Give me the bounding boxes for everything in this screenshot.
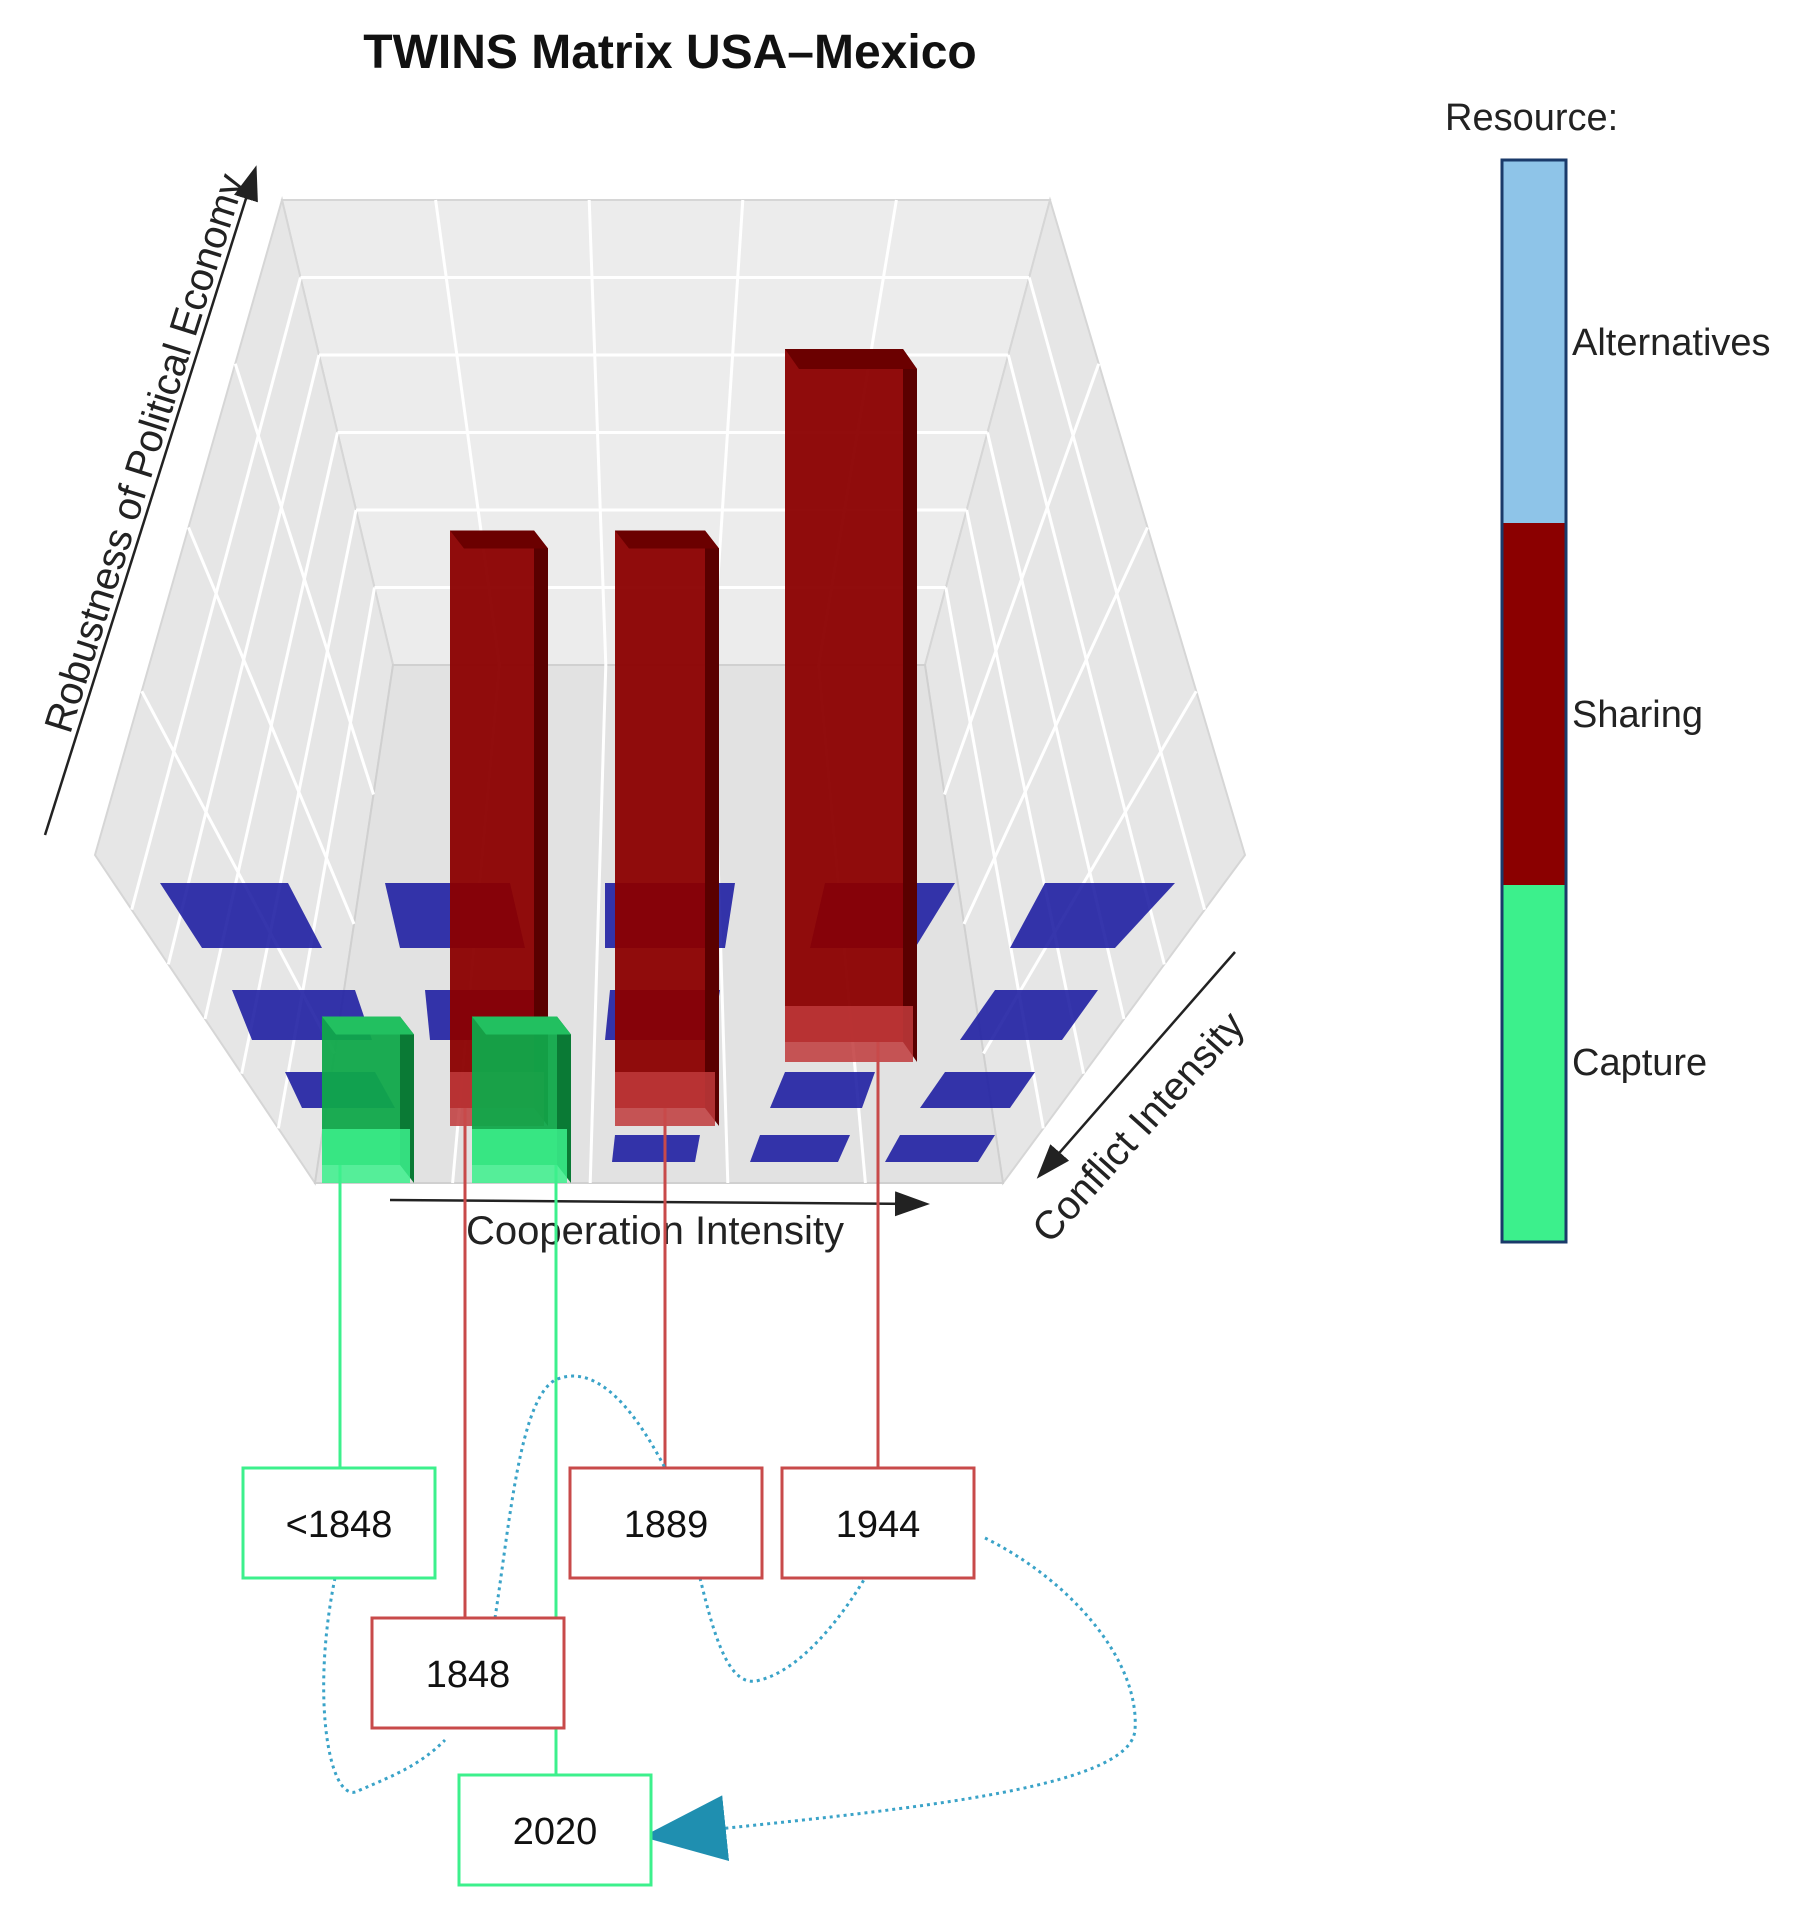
year-label: 2020 — [513, 1811, 598, 1853]
empty-cell-tile — [1010, 883, 1175, 948]
bar-2020 — [472, 1016, 571, 1183]
legend-title: Resource: — [1445, 97, 1618, 139]
bar-side-face — [903, 349, 917, 1062]
cooperation-axis-arrow — [389, 1191, 930, 1217]
axis-arrows — [43, 165, 1236, 1217]
bar-top-face — [322, 1016, 414, 1035]
year-label: 1848 — [426, 1654, 511, 1696]
legend-swatch-sharing — [1502, 523, 1566, 885]
bar-base — [472, 1129, 567, 1183]
bar-top-face — [450, 530, 548, 549]
legend: Resource: Alternatives Sharing Capture — [1445, 97, 1771, 1244]
empty-cell-tile — [612, 1135, 700, 1162]
legend-label-sharing: Sharing — [1572, 694, 1703, 736]
bar-1944 — [785, 349, 917, 1062]
year-label: 1889 — [624, 1504, 709, 1546]
year-label: <1848 — [286, 1504, 393, 1546]
bar-front-face — [472, 1016, 557, 1165]
timeline-arrow — [493, 1374, 667, 1619]
empty-cell-tile — [160, 883, 322, 948]
bars-layer — [322, 349, 917, 1183]
bar-1889 — [615, 530, 719, 1126]
bar-top-face — [615, 530, 719, 549]
year-box — [457, 1773, 653, 1887]
robustness-axis-arrow — [43, 165, 258, 836]
legend-swatch-alternatives — [1502, 160, 1566, 523]
year-box — [780, 1466, 976, 1580]
bar-pre-1848 — [322, 1016, 414, 1183]
bar-top-face — [785, 349, 917, 369]
year-label: 1944 — [836, 1504, 921, 1546]
year-box — [370, 1616, 566, 1730]
gridline — [233, 363, 375, 795]
empty-cell-tile — [750, 1135, 850, 1162]
conflict-axis-arrow — [1036, 951, 1236, 1179]
year-box — [241, 1466, 437, 1580]
bar-front-face — [785, 349, 903, 1042]
legend-label-capture: Capture — [1572, 1042, 1707, 1084]
gridline — [588, 664, 608, 1184]
gridline — [587, 199, 608, 666]
empty-cell-tile — [770, 1072, 875, 1108]
timeline-arrow — [642, 1536, 1137, 1861]
bar-front-face — [450, 530, 534, 1108]
gridline — [187, 526, 356, 925]
bar-front-face — [322, 1016, 400, 1165]
legend-colorbar-border — [1500, 158, 1568, 1244]
gridline — [943, 363, 1101, 796]
bar-side-face — [534, 530, 548, 1126]
legend-label-alternatives: Alternatives — [1572, 322, 1771, 364]
year-box — [568, 1466, 764, 1580]
bar-base — [322, 1129, 410, 1183]
empty-cell-tile — [960, 990, 1098, 1040]
bar-front-face — [615, 530, 705, 1108]
timeline-arrow — [698, 1577, 867, 1683]
legend-swatch-capture — [1502, 885, 1566, 1242]
bar-base — [785, 1006, 913, 1062]
bar-top-face — [472, 1016, 571, 1035]
timeline-layer: 1848 1889 1944 2020 <1848 — [241, 1042, 1137, 1887]
chart-title: TWINS Matrix USA–Mexico — [363, 26, 976, 79]
empty-cell-tile — [885, 1135, 995, 1162]
gridline — [962, 526, 1149, 925]
empty-cell-tile — [920, 1072, 1035, 1108]
bar-side-face — [705, 530, 719, 1126]
x-axis-label: Cooperation Intensity — [466, 1209, 844, 1253]
